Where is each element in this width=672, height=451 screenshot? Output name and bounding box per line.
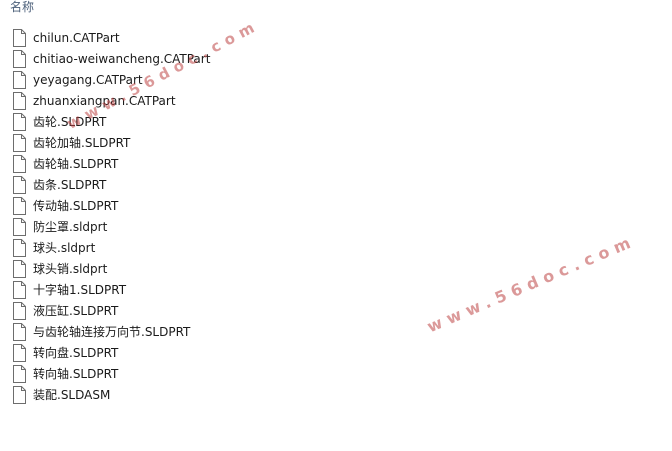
file-row[interactable]: 齿轮加轴.SLDPRT <box>12 132 432 153</box>
file-row[interactable]: 齿条.SLDPRT <box>12 174 432 195</box>
file-icon <box>12 112 27 131</box>
file-icon <box>12 343 27 362</box>
file-name: 齿轮加轴.SLDPRT <box>33 135 131 150</box>
file-name: chitiao-weiwancheng.CATPart <box>33 51 211 66</box>
file-list: chilun.CATPart chitiao-weiwancheng.CATPa… <box>12 27 432 405</box>
file-row[interactable]: 十字轴1.SLDPRT <box>12 279 432 300</box>
file-row[interactable]: 液压缸.SLDPRT <box>12 300 432 321</box>
file-icon <box>12 322 27 341</box>
file-name: 液压缸.SLDPRT <box>33 303 119 318</box>
file-name: zhuanxiangpan.CATPart <box>33 93 176 108</box>
file-name: chilun.CATPart <box>33 30 120 45</box>
file-icon <box>12 364 27 383</box>
file-name: 转向盘.SLDPRT <box>33 345 119 360</box>
file-icon <box>12 196 27 215</box>
file-row[interactable]: 转向轴.SLDPRT <box>12 363 432 384</box>
file-name: 齿轮.SLDPRT <box>33 114 107 129</box>
file-name: 防尘罩.sldprt <box>33 219 108 234</box>
file-row[interactable]: 球头.sldprt <box>12 237 432 258</box>
file-name: 装配.SLDASM <box>33 387 111 402</box>
file-icon <box>12 217 27 236</box>
file-name: 与齿轮轴连接万向节.SLDPRT <box>33 324 191 339</box>
file-row[interactable]: 与齿轮轴连接万向节.SLDPRT <box>12 321 432 342</box>
file-name: 十字轴1.SLDPRT <box>33 282 127 297</box>
file-row[interactable]: chilun.CATPart <box>12 27 432 48</box>
file-icon <box>12 301 27 320</box>
file-row[interactable]: yeyagang.CATPart <box>12 69 432 90</box>
file-name: 齿条.SLDPRT <box>33 177 107 192</box>
file-icon <box>12 238 27 257</box>
file-row[interactable]: 防尘罩.sldprt <box>12 216 432 237</box>
file-row[interactable]: 球头销.sldprt <box>12 258 432 279</box>
file-name: 转向轴.SLDPRT <box>33 366 119 381</box>
watermark: www.56doc.com <box>424 230 639 337</box>
file-icon <box>12 133 27 152</box>
file-name: yeyagang.CATPart <box>33 72 143 87</box>
name-column-header[interactable]: 名称 <box>10 0 35 14</box>
file-name: 传动轴.SLDPRT <box>33 198 119 213</box>
file-icon <box>12 28 27 47</box>
file-row[interactable]: 齿轮轴.SLDPRT <box>12 153 432 174</box>
file-icon <box>12 70 27 89</box>
file-row[interactable]: 齿轮.SLDPRT <box>12 111 432 132</box>
file-icon <box>12 259 27 278</box>
file-name: 球头.sldprt <box>33 240 96 255</box>
file-row[interactable]: zhuanxiangpan.CATPart <box>12 90 432 111</box>
file-icon <box>12 49 27 68</box>
file-icon <box>12 154 27 173</box>
file-row[interactable]: chitiao-weiwancheng.CATPart <box>12 48 432 69</box>
file-icon <box>12 280 27 299</box>
file-icon <box>12 175 27 194</box>
file-name: 球头销.sldprt <box>33 261 108 276</box>
file-row[interactable]: 装配.SLDASM <box>12 384 432 405</box>
file-name: 齿轮轴.SLDPRT <box>33 156 119 171</box>
file-row[interactable]: 传动轴.SLDPRT <box>12 195 432 216</box>
file-icon <box>12 385 27 404</box>
file-icon <box>12 91 27 110</box>
file-row[interactable]: 转向盘.SLDPRT <box>12 342 432 363</box>
